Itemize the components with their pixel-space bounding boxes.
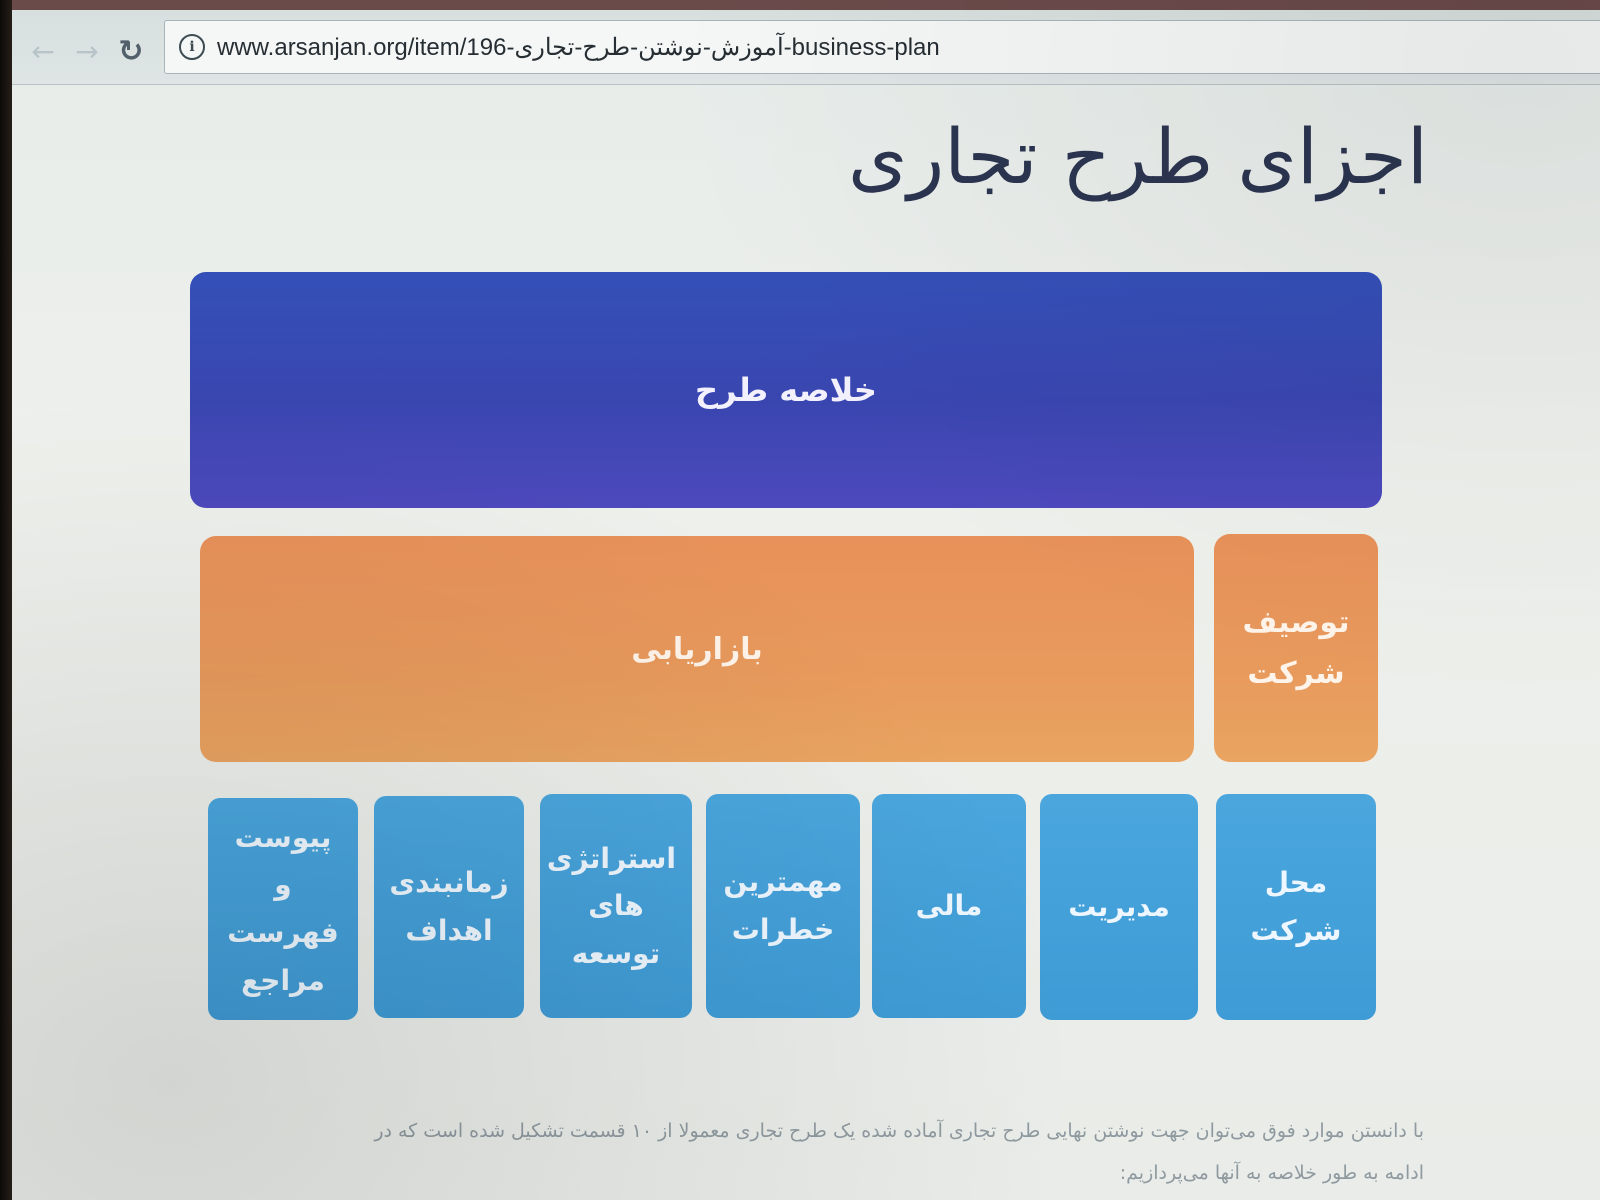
component-label: پیوست و فهرست مراجع <box>227 820 339 997</box>
marketing-label: بازاریابی <box>631 631 763 667</box>
component-label: استراتژی های توسعه <box>546 841 676 970</box>
marketing-block: بازاریابی <box>200 536 1194 762</box>
component-label: مهمترین خطرات <box>723 865 843 946</box>
component-label: مالی <box>915 889 983 923</box>
address-bar[interactable]: i www.arsanjan.org/item/196-آموزش-نوشتن-… <box>164 20 1600 74</box>
browser-toolbar: ← → ↻ i www.arsanjan.org/item/196-آموزش-… <box>12 0 1600 85</box>
forward-button[interactable]: → <box>70 34 104 68</box>
company-description-label: توصیف شرکت <box>1242 605 1350 691</box>
arrow-right-icon: → <box>75 34 99 68</box>
key-risks-block: مهمترین خطرات <box>706 794 860 1018</box>
monitor-bezel <box>0 0 14 1200</box>
paragraph-line: ادامه به طور خلاصه به آنها می‌پردازیم: <box>1119 1162 1424 1184</box>
executive-summary-block: خلاصه طرح <box>190 272 1382 508</box>
reload-button[interactable]: ↻ <box>114 33 148 69</box>
reload-icon: ↻ <box>118 33 144 69</box>
tab-strip <box>12 0 1600 10</box>
appendix-references-block: پیوست و فهرست مراجع <box>208 798 358 1020</box>
component-label: محل شرکت <box>1250 866 1342 947</box>
url-text[interactable]: www.arsanjan.org/item/196-آموزش-نوشتن-طر… <box>217 33 940 61</box>
back-button[interactable]: ← <box>26 34 60 68</box>
component-label: مدیریت <box>1068 890 1170 924</box>
screen: ← → ↻ i www.arsanjan.org/item/196-آموزش-… <box>12 0 1600 1200</box>
page-title: اجزای طرح تجاری <box>848 112 1428 201</box>
paragraph-line: با دانستن موارد فوق می‌توان جهت نوشتن نه… <box>374 1120 1424 1142</box>
growth-strategy-block: استراتژی های توسعه <box>540 794 692 1018</box>
finance-block: مالی <box>872 794 1026 1018</box>
company-description-block: توصیف شرکت <box>1214 534 1378 762</box>
intro-paragraph: با دانستن موارد فوق می‌توان جهت نوشتن نه… <box>194 1110 1424 1194</box>
goals-timeline-block: زمانبندی اهداف <box>374 796 524 1018</box>
executive-summary-label: خلاصه طرح <box>695 370 877 409</box>
arrow-left-icon: ← <box>31 34 55 68</box>
info-icon[interactable]: i <box>179 34 205 60</box>
management-block: مدیریت <box>1040 794 1198 1020</box>
company-location-block: محل شرکت <box>1216 794 1376 1020</box>
component-label: زمانبندی اهداف <box>389 866 509 947</box>
